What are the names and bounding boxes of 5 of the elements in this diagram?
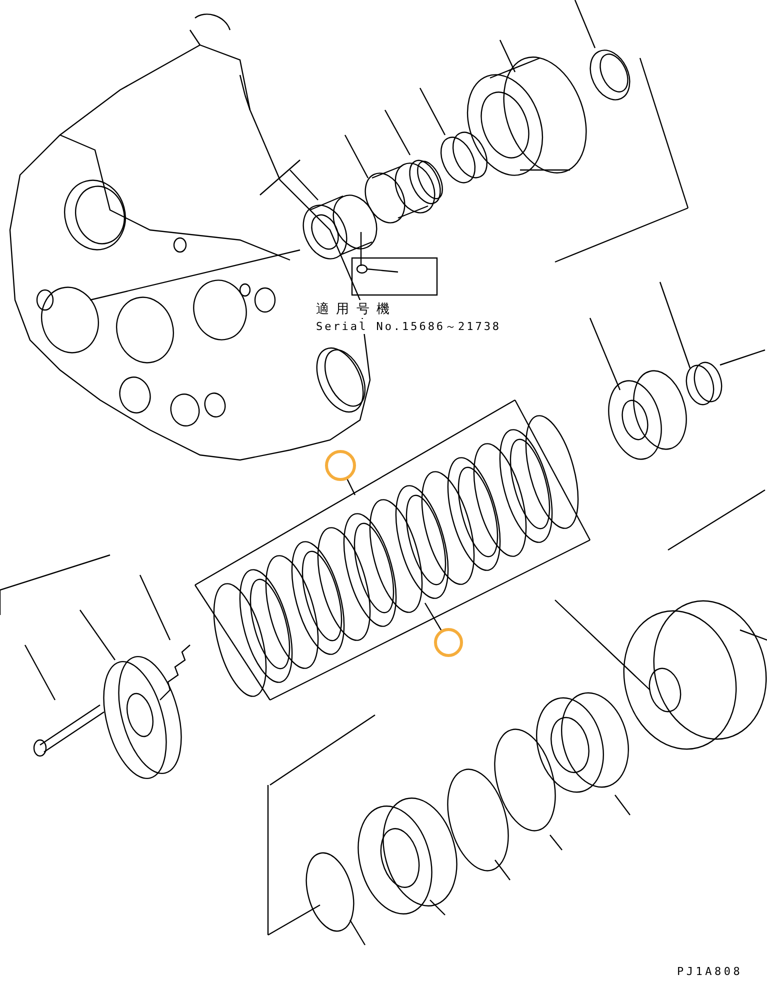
leader-line	[424, 602, 442, 630]
serial-number-label: Serial No.15686～21738	[316, 319, 502, 334]
leader-line	[346, 479, 356, 496]
callout-circle	[325, 450, 356, 481]
callout-circle	[434, 628, 463, 657]
